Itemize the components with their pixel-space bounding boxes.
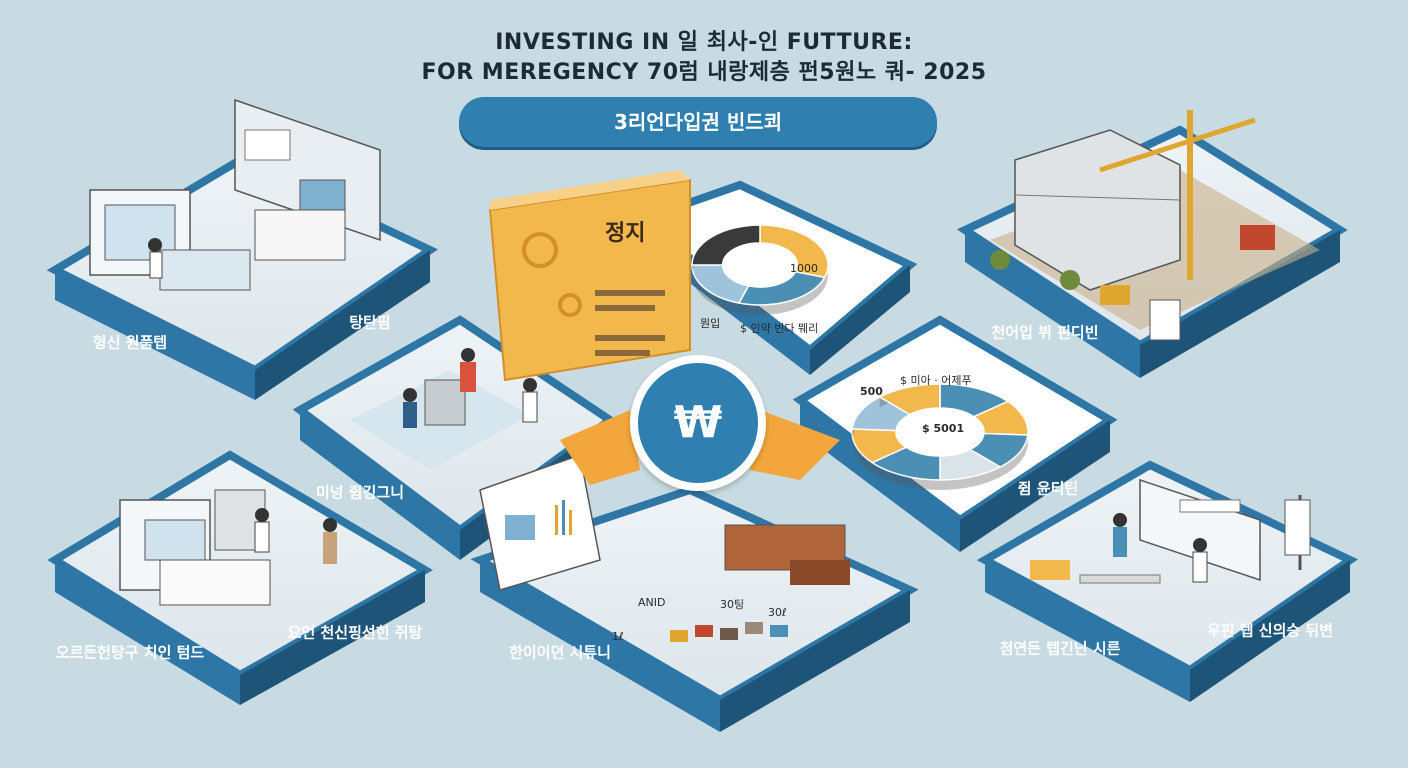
bed-label-right: 요언 천신핑선힌 쥐탕 — [287, 623, 423, 642]
doc-card — [488, 170, 691, 382]
ribbon-left — [560, 410, 640, 485]
products-note-c: 30ℓ — [768, 606, 787, 619]
page-title: INVESTING IN 일 최사-인 FUTTURE: FOR MEREGEN… — [0, 28, 1408, 88]
bed-label-left: 오르든헌탕구 치인 텀드 — [55, 643, 205, 662]
tile-bed-scene — [47, 450, 433, 705]
title-line-2: FOR MEREGENCY 70럼 내랑제층 펀5원노 쿼- 2025 — [421, 60, 987, 85]
donut-chart-right — [851, 383, 1029, 490]
donut-chart-top — [691, 224, 829, 315]
donut-right-note-500: 500 — [860, 385, 883, 398]
tile-service — [976, 460, 1358, 702]
donut-right-note-top: $ 미아 · 어제푸 — [900, 374, 972, 387]
hospital-label-right: 탕탄핌 — [349, 313, 391, 332]
title-line-1: INVESTING IN 일 최사-인 FUTTURE: — [495, 30, 913, 55]
service-label-left: 첨연든 텝긴닌 시른 — [999, 639, 1121, 658]
products-label: 한이이뎐 시튜니 — [509, 643, 611, 662]
donut-slice — [759, 224, 829, 279]
tile-hospital-room — [46, 98, 439, 400]
hospital-label-left: 형신 원품텝 — [92, 333, 168, 352]
donut-top-note-left: 뭔입 — [700, 317, 721, 330]
donut-slice — [691, 224, 761, 266]
tile-construction — [956, 110, 1348, 378]
products-note-d: 1ℓ — [612, 630, 624, 643]
products-note-b: 30팅 — [720, 598, 745, 611]
tile-products — [470, 454, 919, 732]
donut-right-label: 쥠 윤티틴 — [1017, 479, 1079, 498]
doc-card-title: 정지 — [605, 221, 646, 246]
tile-donut-right — [792, 315, 1118, 552]
donut-top-note-1000: 1000 — [790, 262, 818, 275]
donut-top-note-bottom: $ 인약 빈다 뭬리 — [740, 322, 819, 335]
won-symbol-badge: ₩ — [630, 355, 766, 491]
donut-right-center-value: $ 5001 — [922, 422, 965, 435]
construction-label: 천어입 뷔 핀디빈 — [991, 323, 1099, 342]
products-note-a: ANID — [638, 596, 666, 609]
service-label-right: 우핀 텝 신의승 뒤변 — [1206, 621, 1334, 640]
banner-pill: 3리언다입권 빈드쾨 — [459, 97, 937, 147]
workshop-label: 미넝 쥠깅그니 — [315, 483, 405, 502]
donut-slice — [878, 383, 941, 416]
ribbon-right — [750, 410, 840, 480]
